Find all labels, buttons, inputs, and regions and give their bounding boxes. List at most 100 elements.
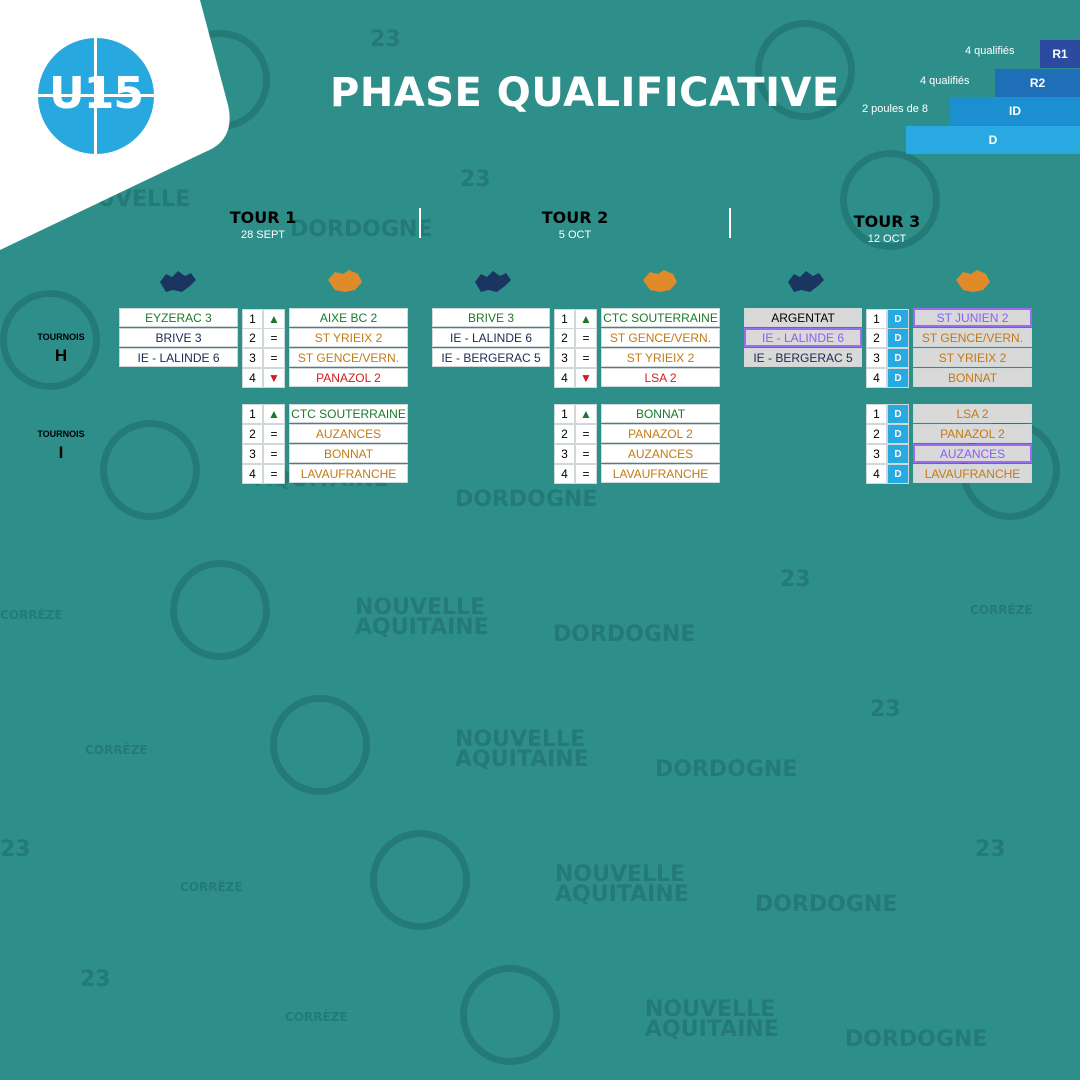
team-cell: AUZANCES	[289, 424, 408, 443]
watermark-logo	[370, 830, 470, 930]
watermark-correze: CORRÈZE	[85, 743, 148, 757]
watermark-aquitaine: AQUITAINE	[555, 882, 689, 907]
rank-cell: 1	[866, 309, 887, 329]
rank-cell: 3	[554, 444, 575, 464]
watermark-logo	[100, 420, 200, 520]
tour-date: 5 OCT	[558, 229, 592, 241]
trend-equal-icon: =	[575, 348, 597, 368]
rank-cell: 4	[866, 368, 887, 388]
team-cell-highlight: AUZANCES	[913, 444, 1032, 463]
team-cell: ST YRIEIX 2	[601, 348, 720, 367]
rank-cell: 4	[866, 464, 887, 484]
team-cell: LSA 2	[601, 368, 720, 387]
rank-cell: 1	[866, 404, 887, 424]
watermark-logo	[170, 560, 270, 660]
trend-equal-icon: =	[575, 424, 597, 444]
rank-cell: 1	[242, 404, 263, 424]
team-cell: IE - LALINDE 6	[119, 348, 238, 367]
rank-cell: 1	[554, 309, 575, 329]
trend-equal-icon: =	[263, 328, 285, 348]
tournoi-word: TOURNOIS	[37, 332, 85, 342]
map-region-orange-icon	[956, 270, 990, 292]
team-cell-highlight: IE - LALINDE 6	[744, 328, 862, 347]
team-cell: ST GENCE/VERN.	[913, 328, 1032, 347]
legend-note: 2 poules de 8	[862, 103, 929, 115]
team-cell: ST YRIEIX 2	[289, 328, 408, 347]
rank-cell: 4	[554, 464, 575, 484]
legend-note: 4 qualifiés	[965, 45, 1015, 57]
tour-1-header: TOUR 1 28 SEPT	[213, 208, 313, 241]
tournoi-letter: H	[54, 346, 68, 365]
rank-cell: 3	[242, 444, 263, 464]
trend-up-icon: ▲	[575, 404, 597, 424]
trend-up-icon: ▲	[263, 404, 285, 424]
trend-up-icon: ▲	[575, 309, 597, 329]
team-cell: LAVAUFRANCHE	[289, 464, 408, 483]
tour-date: 12 OCT	[867, 233, 907, 245]
watermark-correze: CORRÈZE	[0, 608, 63, 622]
trend-equal-icon: =	[263, 444, 285, 464]
tour-2-header: TOUR 2 5 OCT	[525, 208, 625, 241]
team-cell-highlight: ST JUNIEN 2	[913, 308, 1032, 327]
watermark-nouvelle: NOUVELLE	[455, 727, 586, 752]
watermark-nouvelle: NOUVELLE	[645, 997, 776, 1022]
tournoi-i-label: TOURNOIS I	[31, 429, 91, 463]
tour-title: TOUR 3	[853, 212, 921, 231]
team-cell: BRIVE 3	[432, 308, 550, 327]
trend-up-icon: ▲	[263, 309, 285, 329]
legend-note: 4 qualifiés	[920, 75, 970, 87]
team-cell: CTC SOUTERRAINE	[289, 404, 408, 423]
team-cell: AIXE BC 2	[289, 308, 408, 327]
tour-title: TOUR 2	[541, 208, 609, 227]
rank-cell: 3	[866, 348, 887, 368]
team-cell: LAVAUFRANCHE	[913, 464, 1032, 483]
watermark-23: 23	[370, 27, 401, 52]
team-cell: ST GENCE/VERN.	[601, 328, 720, 347]
rank-cell: 2	[554, 328, 575, 348]
watermark-aquitaine: AQUITAINE	[355, 615, 489, 640]
legend-bar-d: D	[906, 126, 1080, 154]
team-cell: PANAZOL 2	[289, 368, 408, 387]
watermark-logo	[270, 695, 370, 795]
rank-cell: 2	[242, 328, 263, 348]
level-d-badge: D	[887, 464, 909, 484]
trend-equal-icon: =	[263, 424, 285, 444]
watermark-dordogne: DORDOGNE	[290, 217, 433, 242]
watermark-nouvelle: NOUVELLE	[555, 862, 686, 887]
team-cell: IE - LALINDE 6	[432, 328, 550, 347]
watermark-23: 23	[780, 567, 811, 592]
team-cell: BONNAT	[289, 444, 408, 463]
team-cell: IE - BERGERAC 5	[744, 348, 862, 367]
tournoi-word: TOURNOIS	[37, 429, 85, 439]
tournoi-letter: I	[58, 443, 64, 462]
team-cell: PANAZOL 2	[913, 424, 1032, 443]
trend-down-icon: ▼	[575, 368, 597, 388]
map-region-navy-icon	[788, 271, 824, 292]
rank-cell: 4	[242, 464, 263, 484]
trend-equal-icon: =	[575, 464, 597, 484]
watermark-dordogne: DORDOGNE	[845, 1027, 988, 1052]
trend-equal-icon: =	[575, 328, 597, 348]
divider	[729, 208, 731, 238]
team-cell: BONNAT	[913, 368, 1032, 387]
team-cell: BRIVE 3	[119, 328, 238, 347]
page-title: PHASE QUALIFICATIVE	[330, 70, 840, 116]
watermark-23: 23	[870, 697, 901, 722]
rank-cell: 2	[866, 424, 887, 444]
level-d-badge: D	[887, 328, 909, 348]
watermark-correze: CORRÈZE	[180, 880, 243, 894]
level-d-badge: D	[887, 348, 909, 368]
rank-cell: 3	[242, 348, 263, 368]
tournoi-h-label: TOURNOIS H	[31, 332, 91, 366]
tour-date: 28 SEPT	[240, 229, 286, 241]
watermark-23: 23	[0, 837, 31, 862]
map-region-navy-icon	[475, 271, 511, 292]
level-d-badge: D	[887, 444, 909, 464]
legend-bar-r2: R2	[995, 69, 1080, 97]
rank-cell: 3	[554, 348, 575, 368]
watermark-logo	[840, 150, 940, 250]
team-cell: BONNAT	[601, 404, 720, 423]
u15-badge: U15	[38, 38, 154, 154]
team-cell: IE - BERGERAC 5	[432, 348, 550, 367]
watermark-logo	[755, 20, 855, 120]
